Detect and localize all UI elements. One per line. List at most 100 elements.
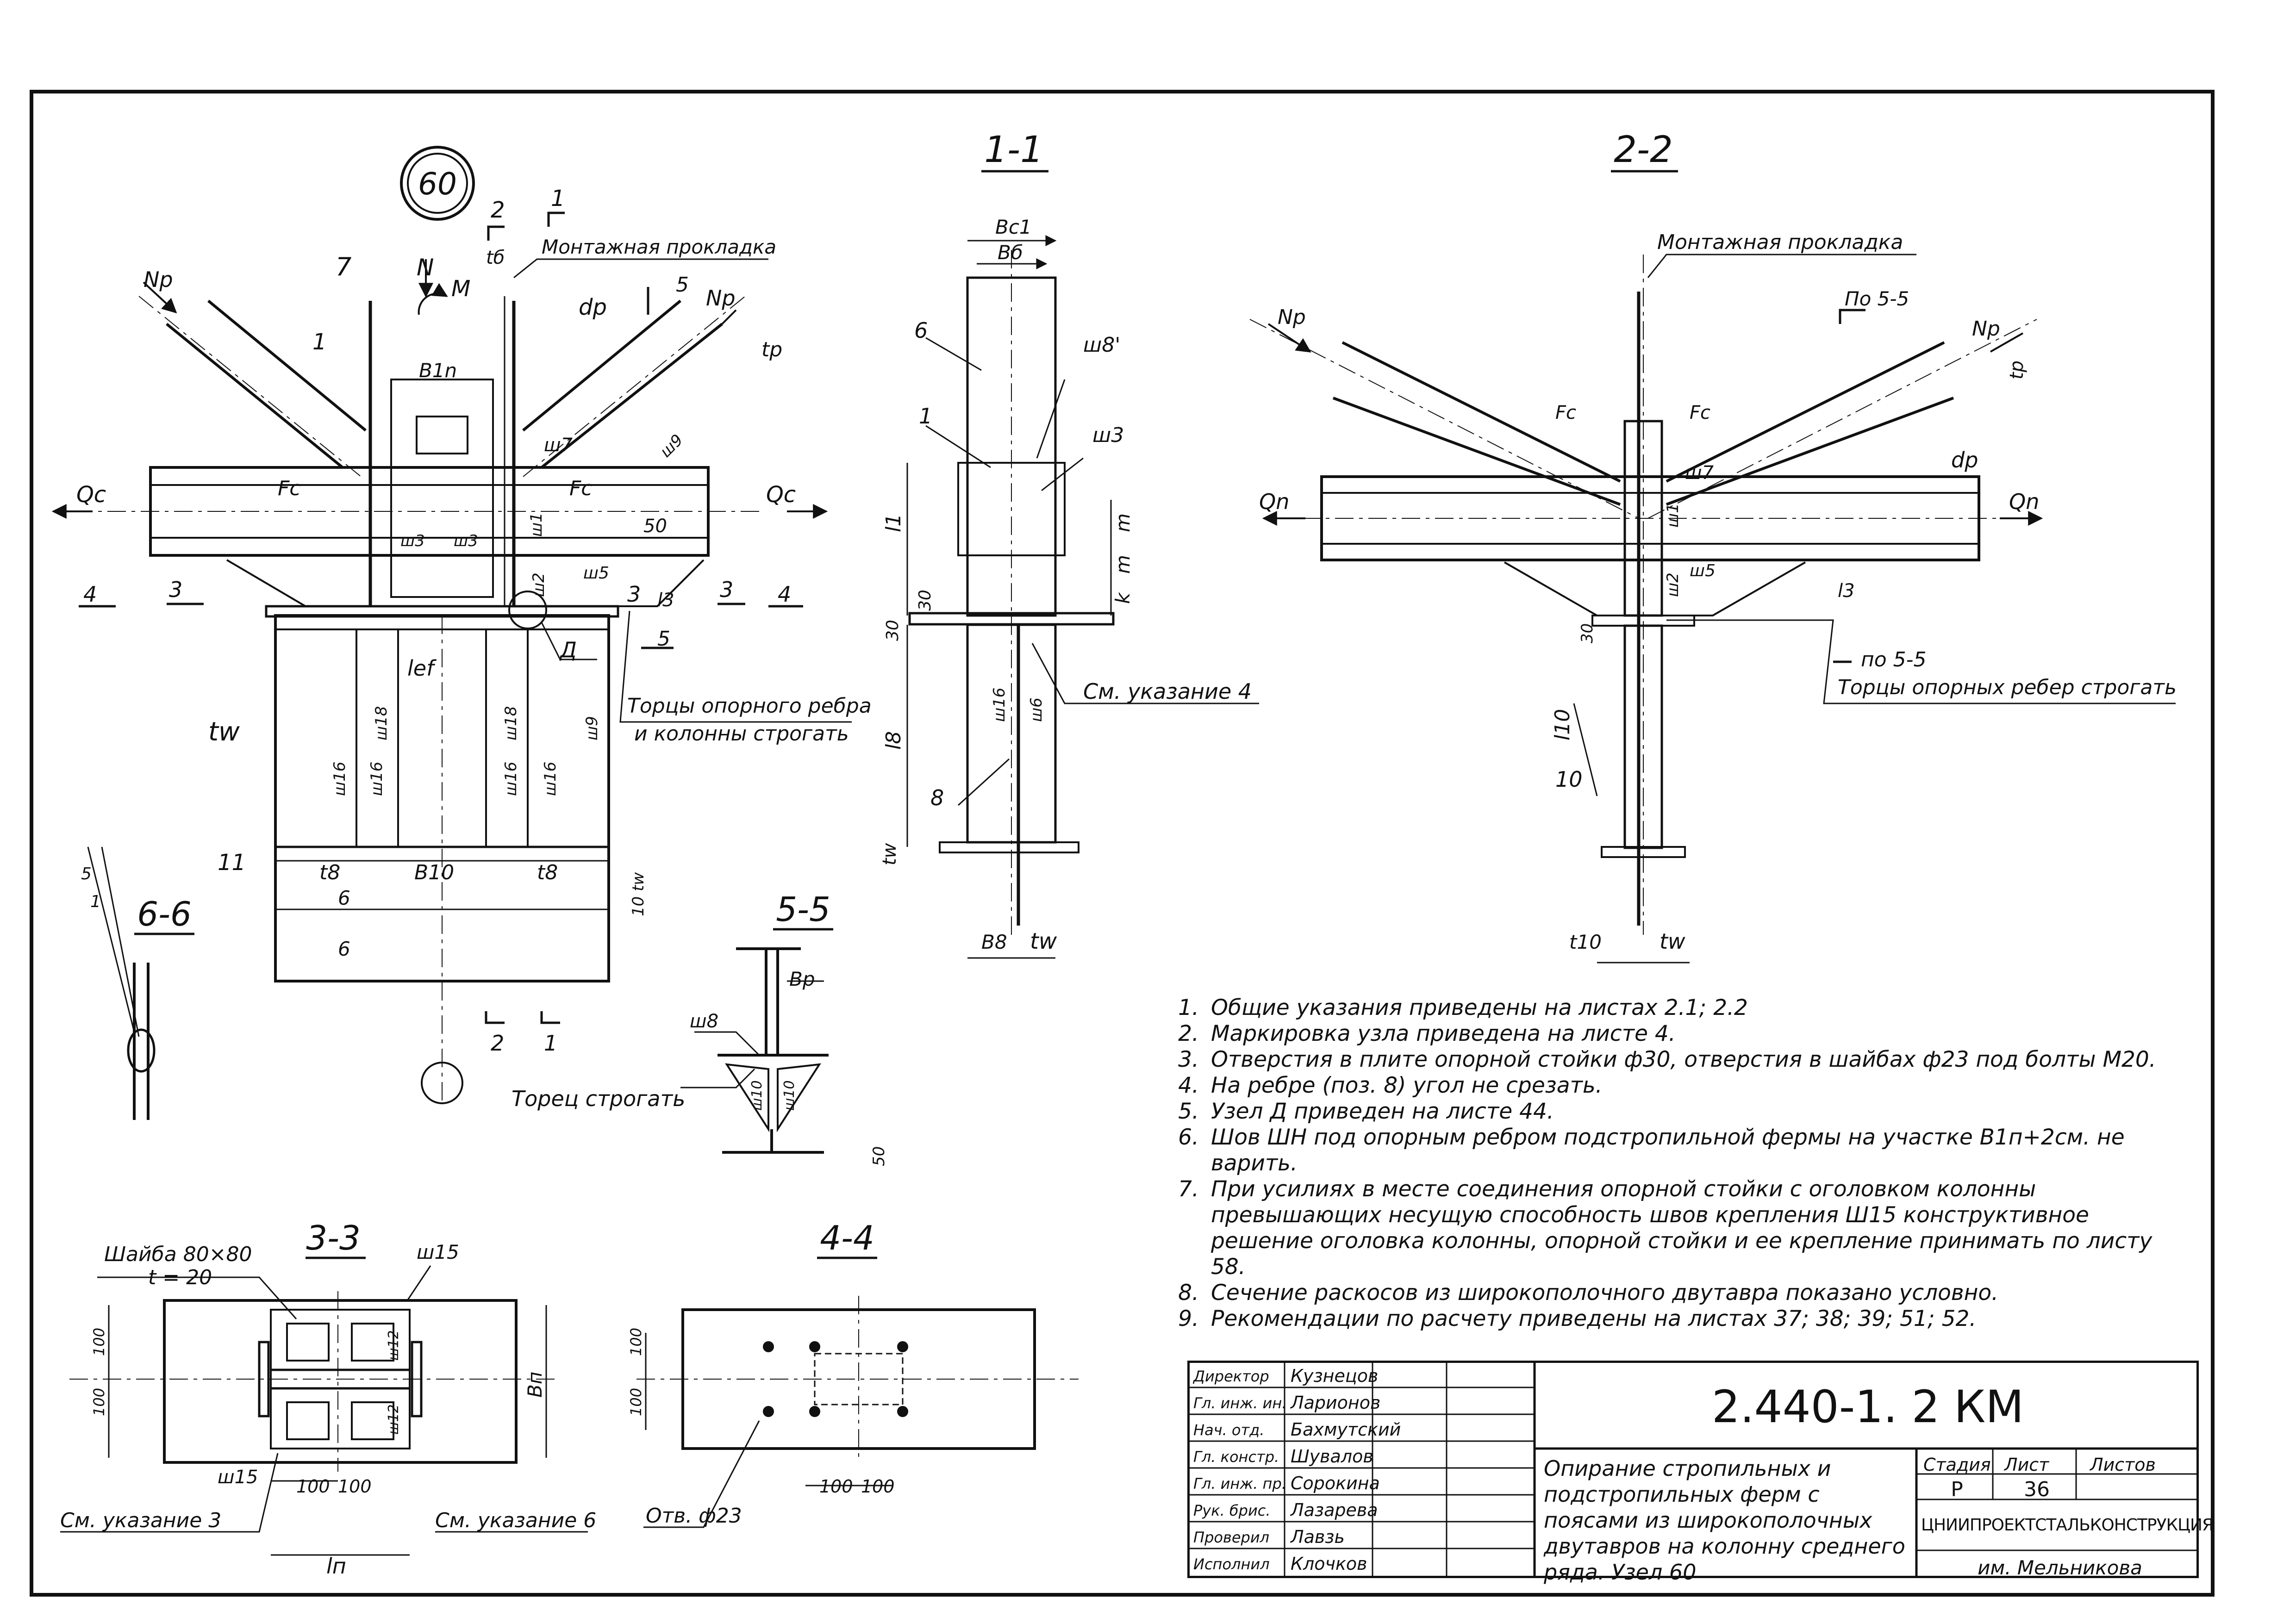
sm-ukazanie-6: См. указание 6 xyxy=(435,1509,596,1532)
label-2-bot: 2 xyxy=(491,1031,504,1056)
sheet-label: Лист xyxy=(2004,1455,2049,1475)
node-mark: 60 xyxy=(418,166,457,202)
note-text: На ребре (поз. 8) угол не срезать. xyxy=(1211,1073,1603,1098)
label-1-s11: 1 xyxy=(919,404,932,429)
tortsy-opor-rebra: Торцы опорного ребра xyxy=(627,694,872,718)
label-sh1: ш1 xyxy=(527,512,546,537)
sheets-label: Листов xyxy=(2090,1455,2156,1475)
label-sh18-b: ш18 xyxy=(502,706,520,740)
staff-name: Кузнецов xyxy=(1291,1366,1379,1386)
label-po55-top: По 5-5 xyxy=(1845,287,1909,310)
doc-code: 2.440-1. 2 КМ xyxy=(1711,1381,2024,1433)
title-block-grid xyxy=(1187,1361,2199,1578)
note-item: 4.На ребре (поз. 8) угол не срезать. xyxy=(1129,1073,2171,1099)
label-11: 11 xyxy=(218,850,246,876)
label-1-top: 1 xyxy=(551,186,565,211)
label-6-b: 6 xyxy=(338,938,350,960)
label-fc-left: Fc xyxy=(278,477,301,500)
org-name: ЦНИИПРОЕКТСТАЛЬКОНСТРУКЦИЯ xyxy=(1921,1516,2214,1535)
label-sh16-c: ш16 xyxy=(502,762,520,796)
label-dp: dp xyxy=(579,294,607,320)
mont-pad-2: Монтажная прокладка xyxy=(1657,230,1903,254)
label-1-66: 1 xyxy=(90,892,101,911)
label-3-right: 3 xyxy=(627,582,641,607)
label-sh9: ш9 xyxy=(656,431,687,461)
staff-name: Ларионов xyxy=(1291,1393,1381,1413)
label-sh19: ш9 xyxy=(583,716,601,740)
label-sh7: ш7 xyxy=(544,435,573,456)
label-100-44c: 100 xyxy=(819,1476,853,1497)
label-3030: 30 xyxy=(1578,623,1597,643)
label-sh7-22: ш7 xyxy=(1685,462,1714,484)
label-np-right: Np xyxy=(706,286,736,311)
note-text: Маркировка узла приведена на листе 4. xyxy=(1211,1021,1676,1046)
sm-ukazanie-3: См. указание 3 xyxy=(60,1509,221,1532)
label-sh1-22: ш1 xyxy=(1664,503,1682,528)
tortsy-opor-reber: Торцы опорных ребер строгать xyxy=(1838,676,2177,699)
section-5-5: 5-5 Bp ш8 ш10 ш10 50 Торец строгать xyxy=(512,890,888,1166)
staff-role: Нач. отд. xyxy=(1193,1421,1265,1439)
torets-strogat: Торец строгать xyxy=(512,1086,685,1111)
label-5-top: 5 xyxy=(676,273,689,297)
label-l8: l8 xyxy=(882,731,905,750)
label-fc-22-right: Fc xyxy=(1690,402,1710,423)
note-text: Шов ШН под опорным ребром подстропильной… xyxy=(1211,1125,2125,1176)
section-title-6-6: 6-6 xyxy=(137,895,192,933)
label-fc-22-left: Fc xyxy=(1555,402,1576,423)
note-text: При усилиях в месте соединения опорной с… xyxy=(1211,1176,2152,1280)
general-notes: 1.Общие указания приведены на листах 2.1… xyxy=(1129,995,2171,1332)
sheet-value: 36 xyxy=(2024,1478,2050,1501)
note-text: Сечение раскосов из широкополочного двут… xyxy=(1211,1280,1999,1306)
label-6-a: 6 xyxy=(338,887,350,909)
label-100-44b: 100 xyxy=(627,1388,645,1416)
label-sh18-a: ш18 xyxy=(372,706,391,740)
label-M: M xyxy=(451,276,470,302)
label-bc1: Bc1 xyxy=(995,216,1032,238)
label-sh3-s11: ш3 xyxy=(1092,423,1124,447)
staff-role: Проверил xyxy=(1193,1529,1270,1546)
label-100-33a: 100 xyxy=(90,1328,108,1356)
note-item: 9. Рекомендации по расчету приведены на л… xyxy=(1129,1306,2171,1332)
sheet-frame xyxy=(30,90,2215,1597)
label-m1: m xyxy=(1111,513,1134,532)
label-100-44d: 100 xyxy=(861,1476,895,1497)
note-item: 5.Узел Д приведен на листе 44. xyxy=(1129,1099,2171,1125)
label-l3: l3 xyxy=(657,590,674,611)
staff-role: Гл. констр. xyxy=(1193,1448,1279,1466)
label-k: k xyxy=(1111,592,1134,604)
label-tw-22: tw xyxy=(1660,929,1685,954)
label-30-a: 30 xyxy=(916,590,935,611)
label-sh12-a: ш12 xyxy=(386,1330,402,1361)
label-10tw: 10 tw xyxy=(629,872,648,916)
note-number: 7. xyxy=(1178,1176,1199,1202)
staff-name: Лавзь xyxy=(1291,1527,1345,1547)
label-qc-right: Qc xyxy=(766,482,796,508)
label-sh15-bot: ш15 xyxy=(218,1467,258,1488)
note-number: 9. xyxy=(1178,1306,1199,1331)
section-2-2: 2-2 Монтажная прокладка По 5-5 Np Np tp xyxy=(1249,129,2177,964)
note-number: 1. xyxy=(1178,995,1199,1020)
label-np-22-left: Np xyxy=(1278,305,1306,329)
label-4-left: 4 xyxy=(83,582,97,607)
label-bb: Bб xyxy=(998,241,1023,264)
note-number: 6. xyxy=(1178,1125,1199,1150)
doc-title: Опирание стропильных и подстропильных фе… xyxy=(1544,1456,1905,1585)
staff-role: Рук. брис. xyxy=(1193,1502,1271,1519)
label-qn-left: Qn xyxy=(1259,489,1289,514)
otv: Отв. ф23 xyxy=(646,1504,742,1528)
note-number: 3. xyxy=(1178,1047,1199,1072)
label-l10: l10 xyxy=(1551,709,1574,740)
note-text: Рекомендации по расчету приведены на лис… xyxy=(1211,1306,1977,1331)
section-title-5-5: 5-5 xyxy=(776,890,830,929)
section-4-4: 4-4 100 100 Отв. ф23 100 100 xyxy=(627,1219,1079,1528)
note-number: 2. xyxy=(1178,1021,1199,1046)
note-item: 3.Отверстия в плите опорной стойки ф30, … xyxy=(1129,1047,2171,1073)
label-sh16-a: ш16 xyxy=(331,762,349,796)
label-8-s11: 8 xyxy=(930,785,944,810)
note-item: 6. Шов ШН под опорным ребром подстропильн… xyxy=(1129,1125,2171,1176)
section-title-1-1: 1-1 xyxy=(984,129,1043,171)
note-item: 1.Общие указания приведены на листах 2.1… xyxy=(1129,995,2171,1021)
